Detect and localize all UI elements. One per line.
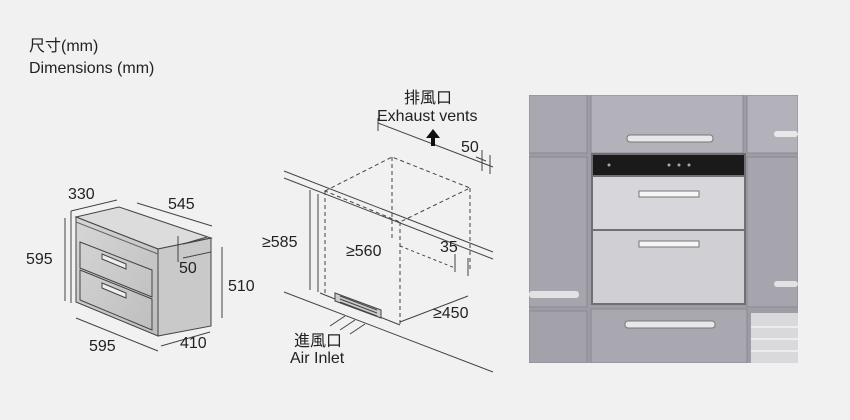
upper-drawer-handle — [101, 253, 127, 270]
lower-drawer-handle — [101, 282, 127, 299]
title-english: Dimensions (mm) — [29, 60, 155, 77]
appliance-photo — [591, 153, 746, 305]
exhaust-arrow-icon — [426, 129, 440, 146]
width-545-label: 545 — [168, 196, 195, 213]
exhaust-label-cn: 排風口 — [404, 89, 452, 107]
dimensions-title: 尺寸(mm) Dimensions (mm) — [29, 36, 154, 80]
cavity-width-label: ≥560 — [346, 243, 382, 260]
appliance-front-panel — [75, 216, 159, 337]
width-595-bottom-label: 595 — [89, 338, 116, 355]
installation-drawing — [283, 118, 494, 373]
depth-330-label: 330 — [68, 186, 95, 203]
height-510-label: 510 — [228, 278, 255, 295]
height-595-label: 595 — [26, 251, 53, 268]
installed-product-photo — [529, 95, 798, 363]
inlet-label-en: Air Inlet — [290, 350, 345, 367]
lower-drawer — [79, 269, 153, 331]
appliance-side-face — [157, 237, 212, 337]
exhaust-label-en: Exhaust vents — [377, 108, 478, 125]
kitchen-cabinet-illustration — [529, 95, 798, 363]
depth-410-label: 410 — [180, 335, 207, 352]
inset-35-label: 35 — [440, 239, 458, 256]
inset-50-label: 50 — [179, 260, 197, 277]
inlet-label-cn: 進風口 — [294, 332, 342, 350]
upper-drawer — [79, 241, 153, 298]
cavity-depth-label: ≥450 — [433, 305, 469, 322]
front-view-drawing — [64, 199, 223, 352]
air-inlet-grille — [334, 292, 382, 319]
gap-50-label: 50 — [461, 139, 479, 156]
cavity-height-label: ≥585 — [262, 234, 298, 251]
title-chinese: 尺寸(mm) — [29, 38, 99, 55]
